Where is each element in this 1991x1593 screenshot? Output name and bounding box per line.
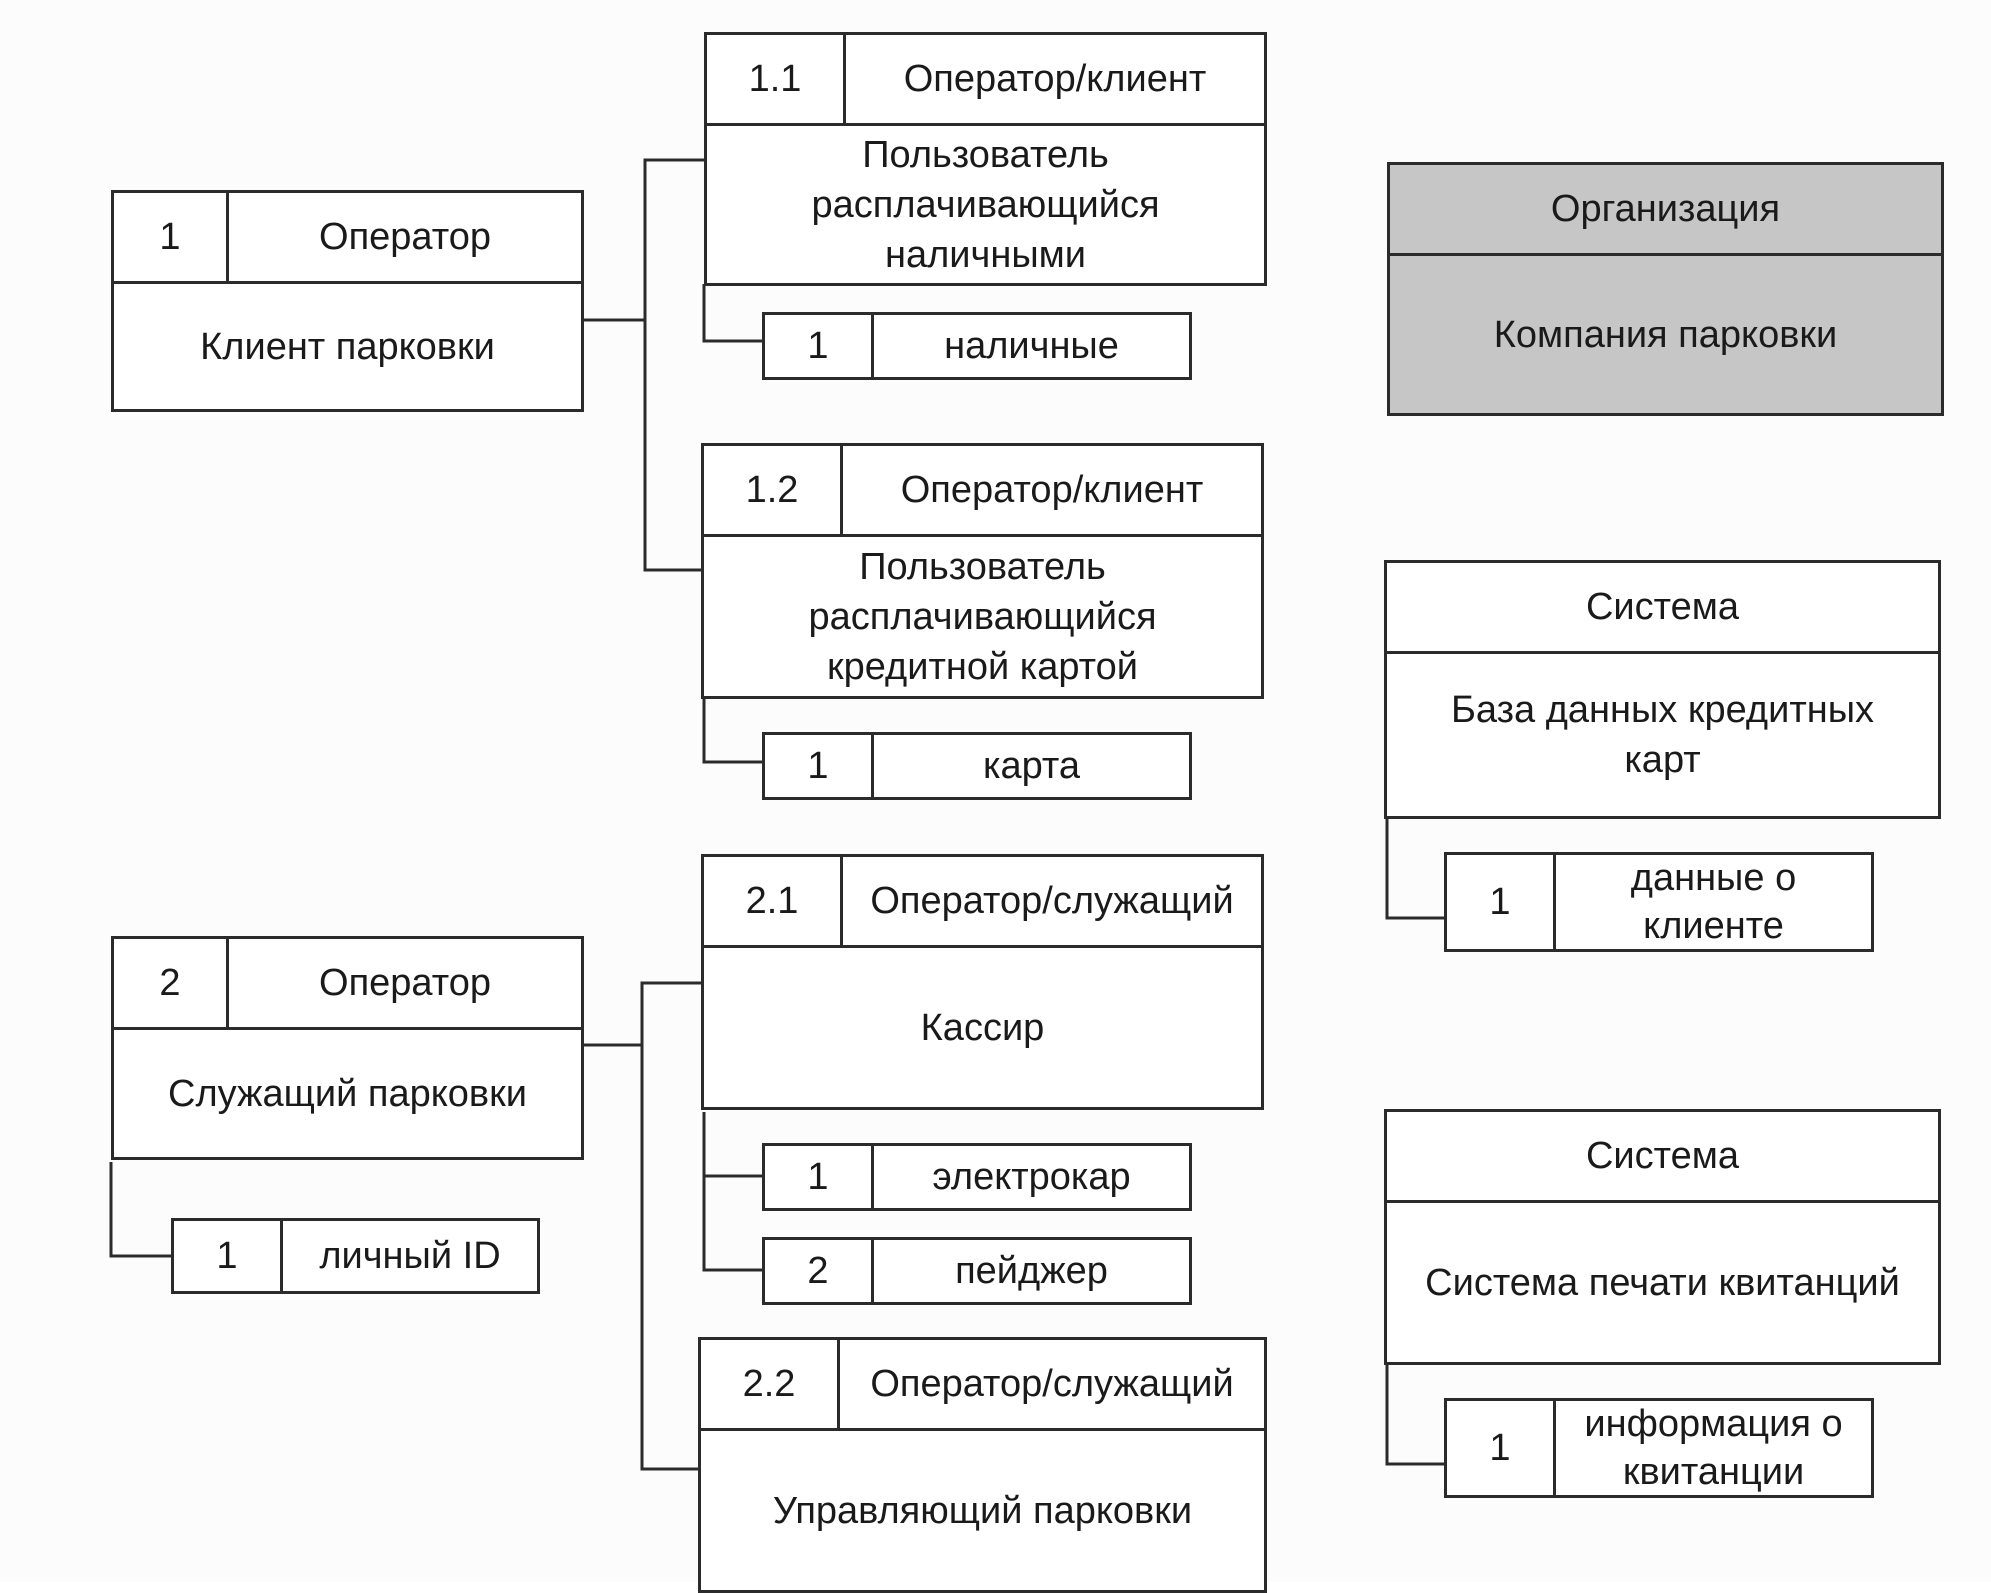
item-number: 1 xyxy=(1447,1401,1556,1495)
item-box-cash: 1 наличные xyxy=(762,312,1192,380)
item-number: 1 xyxy=(1447,855,1556,949)
actor-number: 1.1 xyxy=(707,35,846,123)
actor-header: 1 Оператор xyxy=(114,193,581,284)
organization-box: Организация Компания парковки xyxy=(1387,162,1944,416)
system-box-receipt-printer: Система Система печати квитанций xyxy=(1384,1109,1941,1365)
item-label: личный ID xyxy=(319,1235,501,1277)
actor-box-2: 2 Оператор Служащий парковки xyxy=(111,936,584,1160)
actor-box-1-1: 1.1 Оператор/клиент Пользователь расплач… xyxy=(704,32,1267,286)
system-role: Система xyxy=(1585,1134,1740,1177)
actor-role: Оператор/клиент xyxy=(903,57,1207,100)
item-label: карта xyxy=(982,745,1080,787)
actor-role: Оператор xyxy=(319,215,491,258)
connector-a11-to-cash xyxy=(702,284,762,343)
connector-a12-to-card xyxy=(702,697,762,764)
item-label: пейджер xyxy=(955,1250,1108,1292)
actor-box-1: 1 Оператор Клиент парковки xyxy=(111,190,584,412)
item-label: данные о клиенте xyxy=(1630,857,1797,947)
system-name: Система печати квитанций xyxy=(1425,1261,1900,1304)
actor-header: 2 Оператор xyxy=(114,939,581,1030)
actor-role: Оператор/служащий xyxy=(870,1362,1234,1405)
actor-number: 2.2 xyxy=(701,1340,840,1428)
item-label: электрокар xyxy=(932,1156,1131,1198)
organization-header: Организация xyxy=(1390,165,1941,256)
actor-name: Служащий парковки xyxy=(168,1072,527,1115)
item-box-client-data: 1 данные о клиенте xyxy=(1444,852,1874,952)
actor-box-2-2: 2.2 Оператор/служащий Управляющий парков… xyxy=(698,1337,1267,1593)
item-label: информация о квитанции xyxy=(1584,1403,1843,1493)
item-box-electrocar: 1 электрокар xyxy=(762,1143,1192,1211)
actor-number: 2 xyxy=(114,939,229,1027)
system-role: Система xyxy=(1585,585,1740,628)
connector-a21-to-pager xyxy=(702,1176,762,1272)
item-box-card: 1 карта xyxy=(762,732,1192,800)
system-name: База данных кредитных карт xyxy=(1450,689,1875,781)
system-header: Система xyxy=(1387,1112,1938,1203)
system-header: Система xyxy=(1387,563,1938,654)
actor-number: 1.2 xyxy=(704,446,843,534)
item-box-personal-id: 1 личный ID xyxy=(171,1218,540,1294)
item-box-pager: 2 пейджер xyxy=(762,1237,1192,1305)
organization-role: Организация xyxy=(1550,187,1781,230)
item-label: наличные xyxy=(944,325,1119,367)
connector-a1-to-a12 xyxy=(643,320,704,572)
connector-a21-to-ecar xyxy=(702,1112,762,1178)
actor-name: Пользователь расплачивающийся наличными xyxy=(811,133,1160,276)
item-box-receipt-info: 1 информация о квитанции xyxy=(1444,1398,1874,1498)
actor-number: 2.1 xyxy=(704,857,843,945)
system-box-credit-db: Система База данных кредитных карт xyxy=(1384,560,1941,819)
item-number: 1 xyxy=(765,315,874,377)
connector-a2-to-id xyxy=(109,1162,172,1258)
actor-name: Клиент парковки xyxy=(200,325,495,368)
item-number: 1 xyxy=(765,1146,874,1208)
connector-sys1-to-client xyxy=(1385,817,1447,920)
organization-name: Компания парковки xyxy=(1493,313,1838,356)
connector-a2-to-a21 xyxy=(583,981,703,1047)
actor-name: Пользователь расплачивающийся кредитной … xyxy=(808,545,1157,688)
connector-a2-to-a22 xyxy=(640,1045,700,1471)
item-number: 1 xyxy=(174,1221,283,1291)
actor-role: Оператор/служащий xyxy=(870,879,1234,922)
item-number: 1 xyxy=(765,735,874,797)
actor-name: Кассир xyxy=(920,1006,1045,1049)
connector-sys2-to-receipt xyxy=(1385,1364,1447,1466)
actor-header: 1.2 Оператор/клиент xyxy=(704,446,1261,537)
actor-role: Оператор/клиент xyxy=(900,468,1204,511)
actor-box-1-2: 1.2 Оператор/клиент Пользователь расплач… xyxy=(701,443,1264,699)
actor-number: 1 xyxy=(114,193,229,281)
actor-role: Оператор xyxy=(319,961,491,1004)
actor-box-2-1: 2.1 Оператор/служащий Кассир xyxy=(701,854,1264,1110)
connector-a1-to-a11 xyxy=(583,158,707,322)
actor-header: 1.1 Оператор/клиент xyxy=(707,35,1264,126)
actor-header: 2.2 Оператор/служащий xyxy=(701,1340,1264,1431)
actor-name: Управляющий парковки xyxy=(772,1489,1193,1532)
actor-header: 2.1 Оператор/служащий xyxy=(704,857,1261,948)
item-number: 2 xyxy=(765,1240,874,1302)
